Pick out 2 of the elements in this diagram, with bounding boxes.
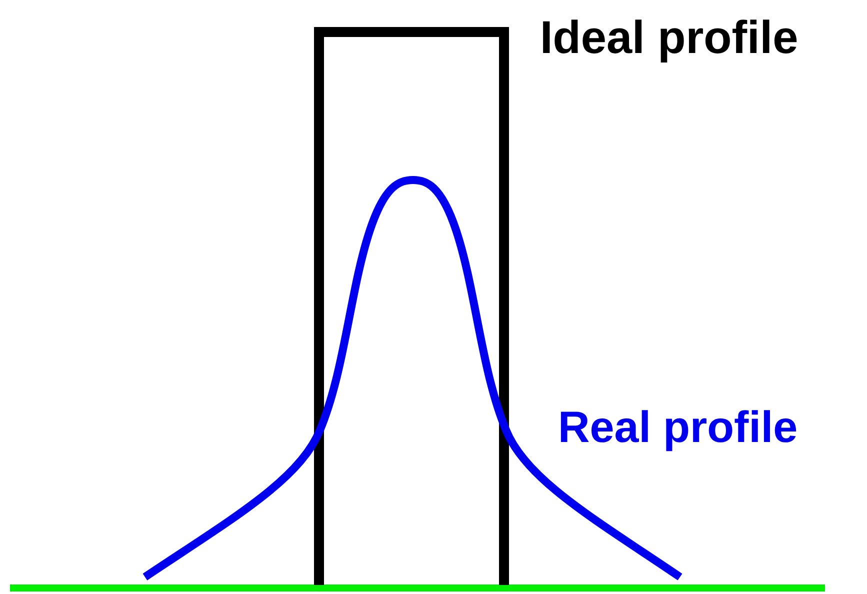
ideal-profile-label: Ideal profile xyxy=(540,14,798,60)
real-profile-label: Real profile xyxy=(558,406,798,450)
